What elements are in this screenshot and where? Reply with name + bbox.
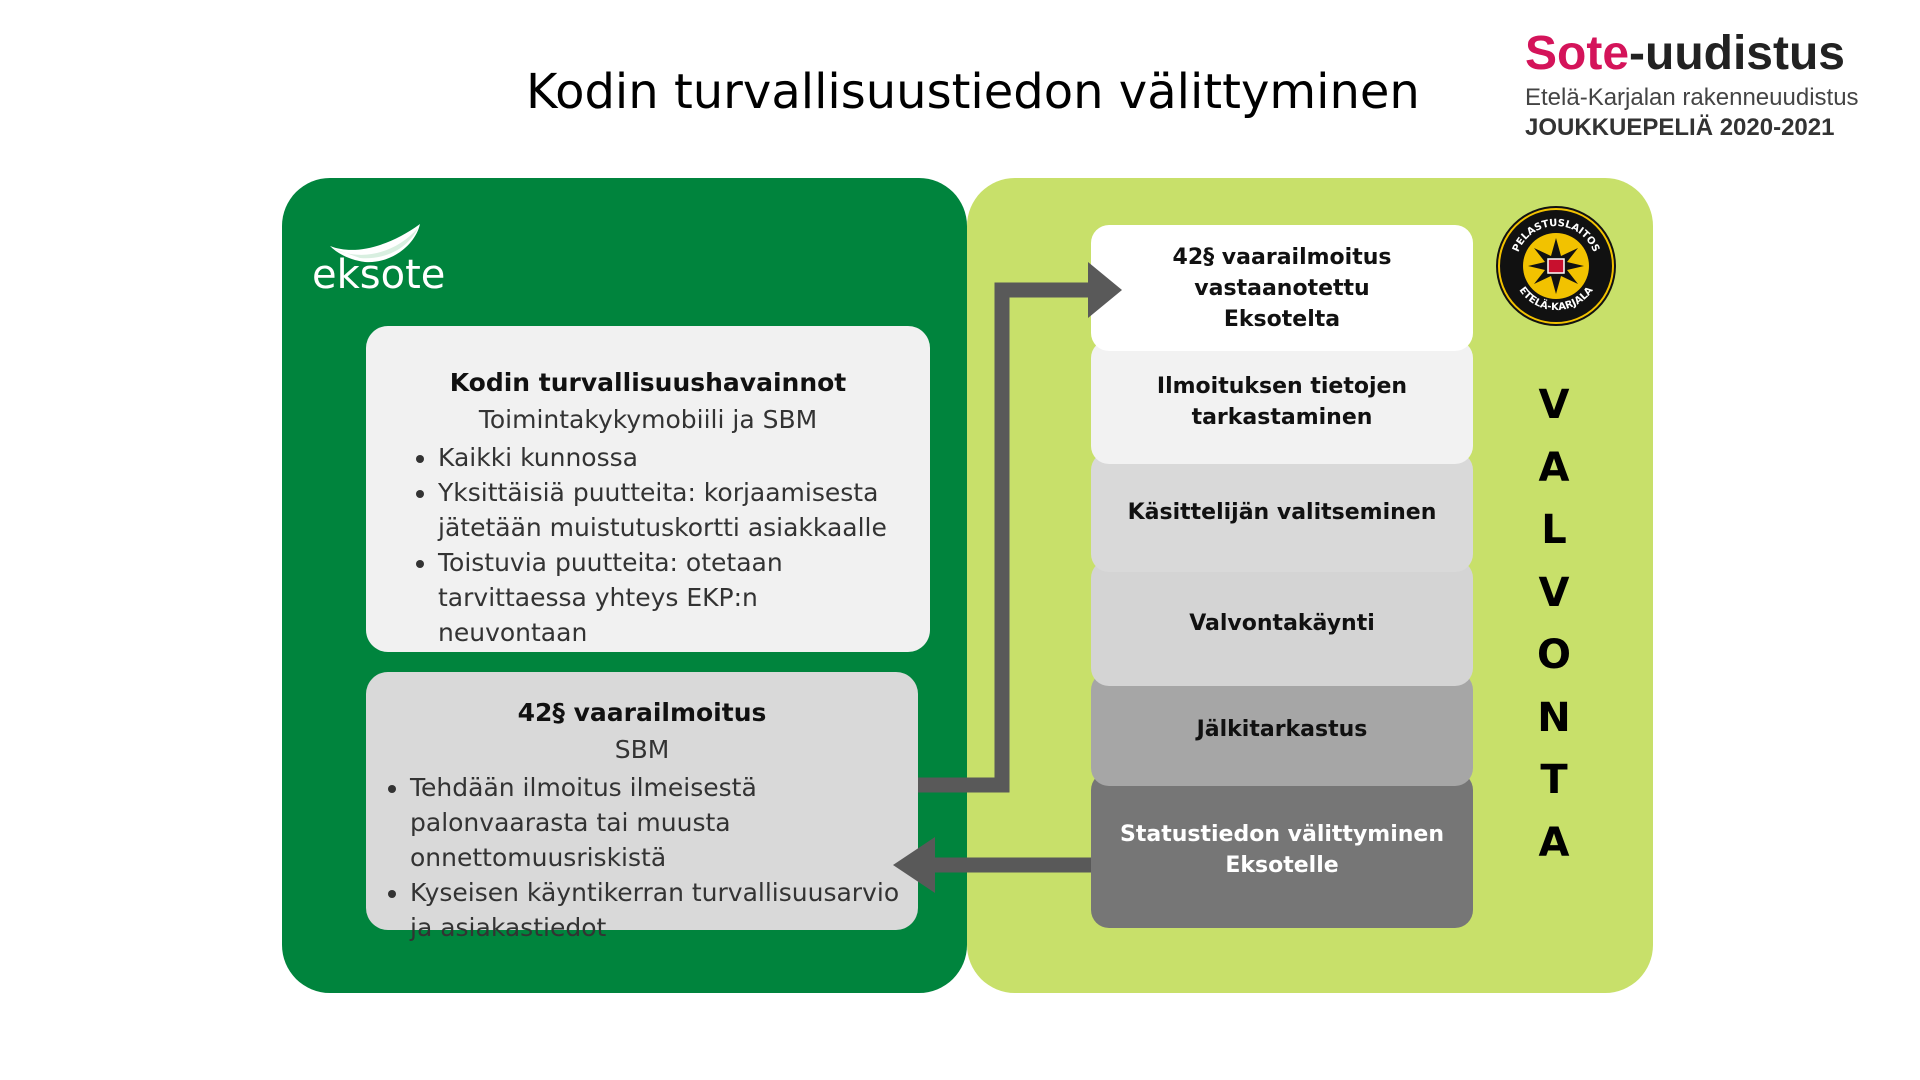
- hazard-notification-box: 42§ vaarailmoitus SBM Tehdään ilmoitus i…: [366, 672, 918, 942]
- valvonta-letter: N: [1537, 694, 1571, 741]
- sote-logo-pink: Sote: [1525, 27, 1630, 80]
- home-safety-observations-box: Kodin turvallisuushavainnot Toimintakyky…: [366, 326, 930, 652]
- sote-subtitle-2: JOUKKUEPELIÄ 2020-2021: [1525, 114, 1835, 141]
- list-item: Kyseisen käyntikerran turvallisuusarvio …: [410, 875, 900, 945]
- valvonta-letter: O: [1536, 632, 1571, 678]
- eksote-logo-text: eksote: [312, 252, 446, 298]
- box2-title: 42§ vaarailmoitus: [517, 698, 767, 727]
- list-item: Kaikki kunnossa: [438, 440, 912, 475]
- box1-subtitle: Toimintakykymobiili ja SBM: [478, 405, 818, 434]
- box2-list: Tehdään ilmoitus ilmeisestä palonvaarast…: [366, 770, 918, 945]
- step-status-transfer: Statustiedon välittyminen Eksotelle: [1091, 772, 1473, 928]
- pelastuslaitos-logo-icon: PELASTUSLAITOS ETELÄ-KARJALA: [1496, 206, 1616, 326]
- box1-list: Kaikki kunnossa Yksittäisiä puutteita: k…: [366, 440, 930, 650]
- sote-subtitle: Etelä-Karjalan rakenneuudistus: [1525, 84, 1859, 111]
- list-item: Yksittäisiä puutteita: korjaamisesta jät…: [438, 475, 912, 545]
- valvonta-vertical-label: V A L V O N T A: [1530, 374, 1578, 874]
- step-received: 42§ vaarailmoitus vastaanotettu Eksotelt…: [1091, 225, 1473, 351]
- valvonta-letter: T: [1540, 757, 1568, 803]
- step-label: Statustiedon välittyminen Eksotelle: [1120, 822, 1444, 878]
- step-label: 42§ vaarailmoitus vastaanotettu Eksotelt…: [1172, 244, 1392, 332]
- valvonta-letter: A: [1538, 444, 1570, 491]
- step-select-handler: Käsittelijän valitseminen: [1091, 452, 1473, 572]
- step-inspection-visit: Valvontakäynti: [1091, 560, 1473, 686]
- valvonta-letter: V: [1538, 569, 1570, 616]
- sote-uudistus-logo: Sote-uudistus Etelä-Karjalan rakenneuudi…: [1525, 26, 1905, 142]
- page-title: Kodin turvallisuustiedon välittyminen: [526, 64, 1420, 120]
- sote-logo-text: Sote-uudistus: [1525, 26, 1905, 82]
- valvonta-letter: V: [1538, 382, 1570, 428]
- step-label: Käsittelijän valitseminen: [1127, 499, 1437, 525]
- valvonta-letter: A: [1538, 819, 1570, 866]
- step-label: Ilmoituksen tietojen tarkastaminen: [1156, 374, 1408, 430]
- list-item: Toistuvia puutteita: otetaan tarvittaess…: [438, 545, 912, 650]
- box1-title: Kodin turvallisuushavainnot: [449, 368, 847, 397]
- list-item: Tehdään ilmoitus ilmeisestä palonvaarast…: [410, 770, 900, 875]
- box2-subtitle: SBM: [614, 735, 670, 764]
- eksote-leaf-icon: [330, 224, 420, 263]
- step-label: Jälkitarkastus: [1196, 716, 1368, 742]
- step-check-info: Ilmoituksen tietojen tarkastaminen: [1091, 340, 1473, 464]
- valvonta-letter: L: [1541, 507, 1567, 553]
- step-label: Valvontakäynti: [1189, 610, 1375, 636]
- step-follow-up: Jälkitarkastus: [1091, 672, 1473, 786]
- sote-logo-dark: -uudistus: [1629, 27, 1845, 80]
